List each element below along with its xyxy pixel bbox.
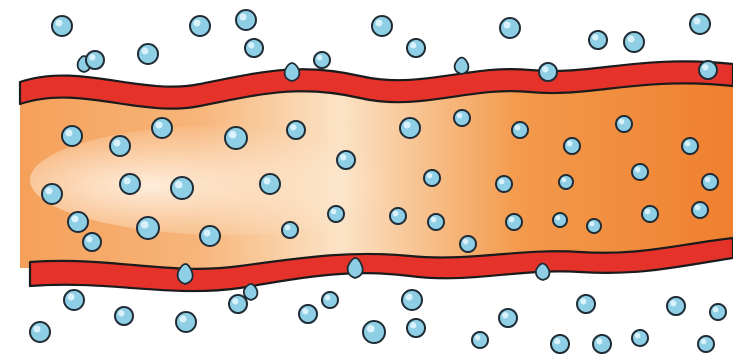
particle <box>120 174 140 194</box>
particle <box>137 217 159 239</box>
particle <box>587 219 601 233</box>
particle <box>322 292 338 308</box>
particle <box>551 335 569 353</box>
particle <box>667 297 685 315</box>
particle <box>314 52 330 68</box>
particle <box>698 336 714 352</box>
particle <box>328 206 344 222</box>
particle <box>282 222 298 238</box>
particle <box>260 174 280 194</box>
particle <box>539 63 557 81</box>
particle <box>42 184 62 204</box>
particle <box>400 118 420 138</box>
particle <box>512 122 528 138</box>
particle <box>559 175 573 189</box>
particle <box>236 10 256 30</box>
particle <box>110 136 130 156</box>
particle <box>499 309 517 327</box>
particle <box>699 61 717 79</box>
particle <box>64 290 84 310</box>
particle <box>632 164 648 180</box>
particle <box>225 127 247 149</box>
particle <box>115 307 133 325</box>
particle <box>68 212 88 232</box>
particle <box>690 14 710 34</box>
particle <box>642 206 658 222</box>
particle <box>472 332 488 348</box>
particle <box>62 126 82 146</box>
particle <box>553 213 567 227</box>
particle <box>83 233 101 251</box>
wall-drop <box>285 63 300 81</box>
particle <box>229 295 247 313</box>
particle <box>624 32 644 52</box>
particle <box>496 176 512 192</box>
wall-drop <box>455 58 469 75</box>
particle <box>363 321 385 343</box>
particle <box>460 236 476 252</box>
particle <box>506 214 522 230</box>
particle <box>402 290 422 310</box>
particle <box>692 202 708 218</box>
particle <box>500 18 520 38</box>
particle <box>702 174 718 190</box>
particle <box>152 118 172 138</box>
particle <box>682 138 698 154</box>
particle <box>287 121 305 139</box>
particle <box>299 305 317 323</box>
particle <box>390 208 406 224</box>
particle <box>407 39 425 57</box>
particle <box>616 116 632 132</box>
particle <box>577 295 595 313</box>
particle <box>589 31 607 49</box>
particle <box>171 177 193 199</box>
particle <box>710 304 726 320</box>
wall-drop <box>244 284 258 300</box>
particle <box>176 312 196 332</box>
particle <box>52 16 72 36</box>
particle <box>428 214 444 230</box>
particle <box>190 16 210 36</box>
particle <box>200 226 220 246</box>
particle <box>407 319 425 337</box>
particle <box>138 44 158 64</box>
particle <box>30 322 50 342</box>
particle <box>372 16 392 36</box>
particle <box>564 138 580 154</box>
particle <box>86 51 104 69</box>
particle <box>454 110 470 126</box>
particle <box>245 39 263 57</box>
wall-drop <box>536 264 550 281</box>
particle <box>632 330 648 346</box>
particle <box>337 151 355 169</box>
particle <box>424 170 440 186</box>
particle <box>593 335 611 353</box>
